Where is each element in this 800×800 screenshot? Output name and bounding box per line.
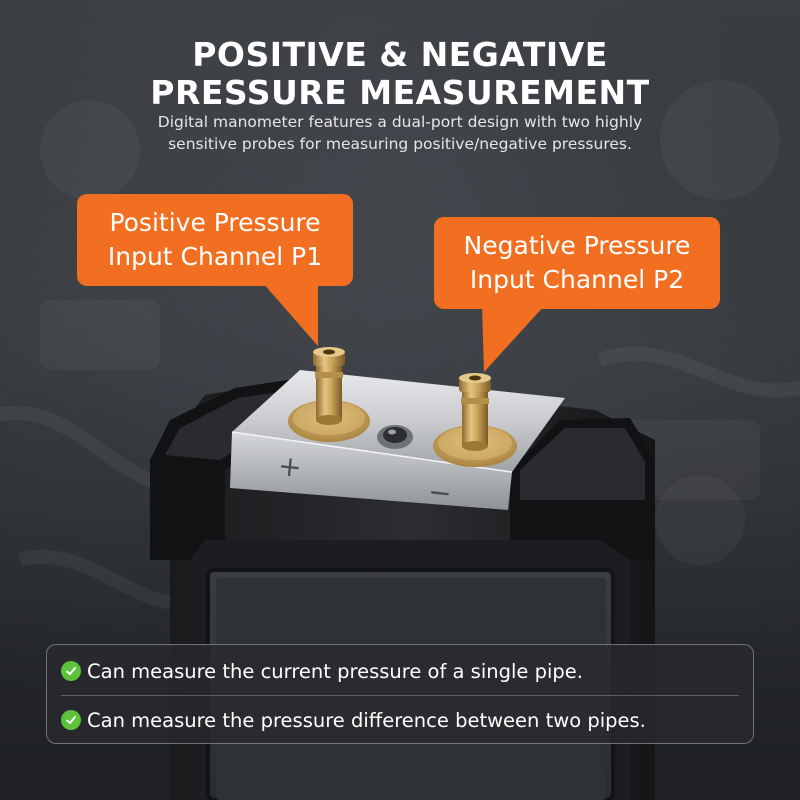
p2-callout-tail <box>482 305 545 372</box>
plus-mark: + <box>277 449 304 484</box>
title-line-2: PRESSURE MEASUREMENT <box>150 73 650 112</box>
title-line-1: POSITIVE & NEGATIVE <box>192 35 608 74</box>
p1-callout-line-1: Positive Pressure <box>109 208 321 237</box>
minus-mark: − <box>427 475 454 510</box>
subtitle-line-1: Digital manometer features a dual-port d… <box>157 113 643 131</box>
feature-text: Can measure the pressure difference betw… <box>87 708 646 732</box>
negative-pressure-callout: Negative Pressure Input Channel P2 <box>434 217 720 309</box>
p1-callout-tail <box>262 282 318 346</box>
positive-pressure-callout: Positive Pressure Input Channel P1 <box>77 194 353 286</box>
feature-item: Can measure the pressure difference betw… <box>61 695 741 745</box>
features-divider <box>61 695 739 696</box>
check-circle-icon <box>61 710 81 730</box>
p2-callout-line-1: Negative Pressure <box>463 231 691 260</box>
features-panel: Can measure the current pressure of a si… <box>46 644 754 744</box>
page-subtitle: Digital manometer features a dual-port d… <box>0 111 800 155</box>
feature-item: Can measure the current pressure of a si… <box>61 646 741 696</box>
p1-callout-line-2: Input Channel P1 <box>107 242 323 271</box>
subtitle-line-2: sensitive probes for measuring positive/… <box>168 135 632 153</box>
feature-text: Can measure the current pressure of a si… <box>87 659 583 683</box>
p2-port <box>433 373 517 467</box>
p1-port <box>288 347 370 442</box>
p2-callout-line-2: Input Channel P2 <box>469 265 685 294</box>
check-circle-icon <box>61 661 81 681</box>
page-title: POSITIVE & NEGATIVE PRESSURE MEASUREMENT <box>0 36 800 112</box>
top-plate-front <box>230 432 512 510</box>
